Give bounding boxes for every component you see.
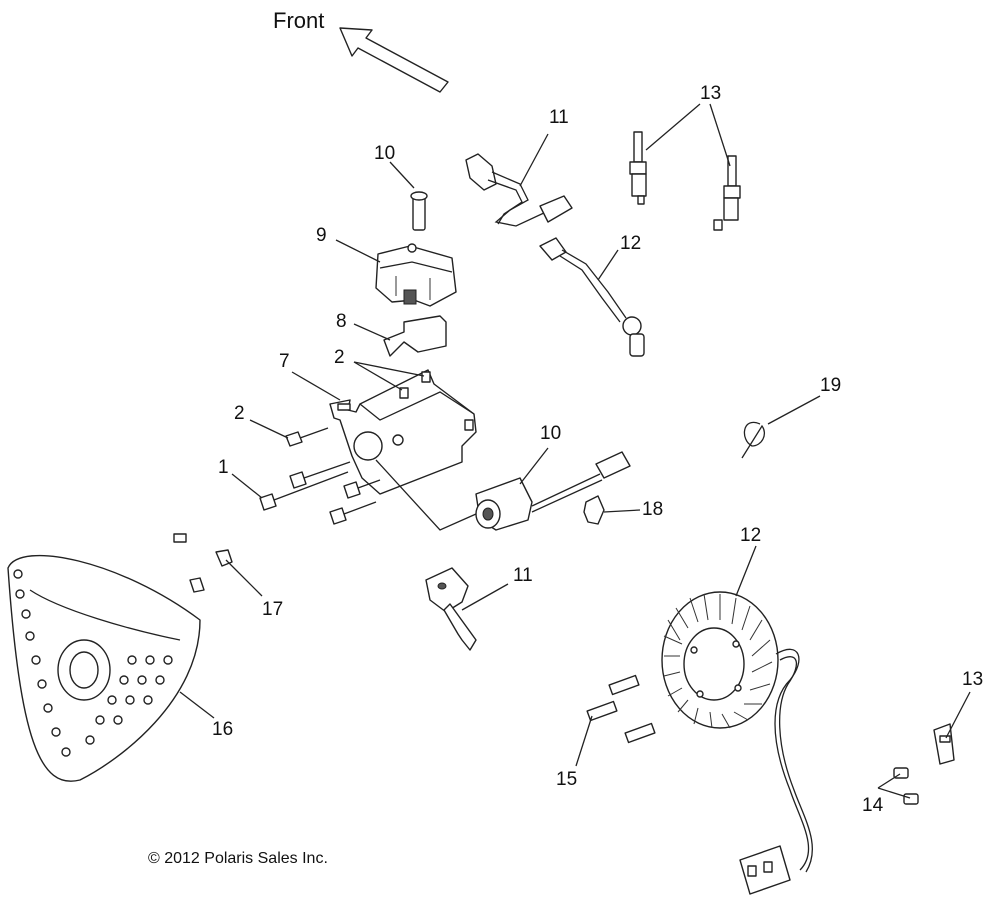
part-13-retainer [933, 723, 955, 765]
callout-17: 17 [262, 599, 284, 620]
callout-4: 8 [336, 311, 347, 332]
front-label: Front [273, 8, 325, 33]
callout-16: 16 [212, 719, 234, 740]
callout-13: 13 [962, 669, 984, 690]
part-15-bolts [586, 674, 656, 744]
part-2-screw-left [285, 427, 329, 447]
callout-15: 15 [556, 769, 578, 790]
callout-3: 7 [279, 351, 290, 372]
callout-8: 12 [620, 233, 642, 254]
part-17-clips [173, 533, 233, 593]
part-10-ignition-switch [475, 451, 631, 531]
part-5-ignition-coil [375, 243, 457, 307]
part-3-mounting-bracket [329, 369, 477, 495]
part-1-bolts [259, 461, 381, 525]
copyright-text: © 2012 Polaris Sales Inc. [148, 850, 328, 867]
part-14-screws [893, 767, 919, 805]
part-18-clip [583, 495, 605, 525]
part-7-plug-wire [465, 153, 573, 227]
part-16-bezel [7, 554, 201, 782]
callout-11: 11 [513, 565, 533, 586]
callout-1: 1 [218, 457, 229, 478]
leader-lines [179, 103, 971, 799]
callout-18: 18 [642, 499, 664, 520]
callout-14: 14 [862, 795, 884, 816]
part-2-screw-top [399, 371, 431, 399]
callout-19: 19 [820, 375, 842, 396]
part-19-cable-tie [741, 421, 766, 459]
part-9-spark-plug-left [629, 131, 647, 205]
part-4-coil-bracket [383, 315, 447, 357]
part-6-bolt [410, 191, 428, 231]
part-9-spark-plug-right [713, 155, 741, 231]
callout-2-left: 2 [234, 403, 245, 424]
callout-5: 9 [316, 225, 327, 246]
callout-7: 11 [549, 107, 569, 128]
part-11-key [425, 567, 477, 651]
callout-10: 10 [540, 423, 562, 444]
front-arrow [339, 27, 449, 93]
callout-2-top: 2 [334, 347, 345, 368]
part-8-plug-wire [539, 237, 645, 357]
part-12-stator [661, 591, 814, 895]
callout-12: 12 [740, 525, 762, 546]
callout-9: 13 [700, 83, 722, 104]
callout-6: 10 [374, 143, 396, 164]
